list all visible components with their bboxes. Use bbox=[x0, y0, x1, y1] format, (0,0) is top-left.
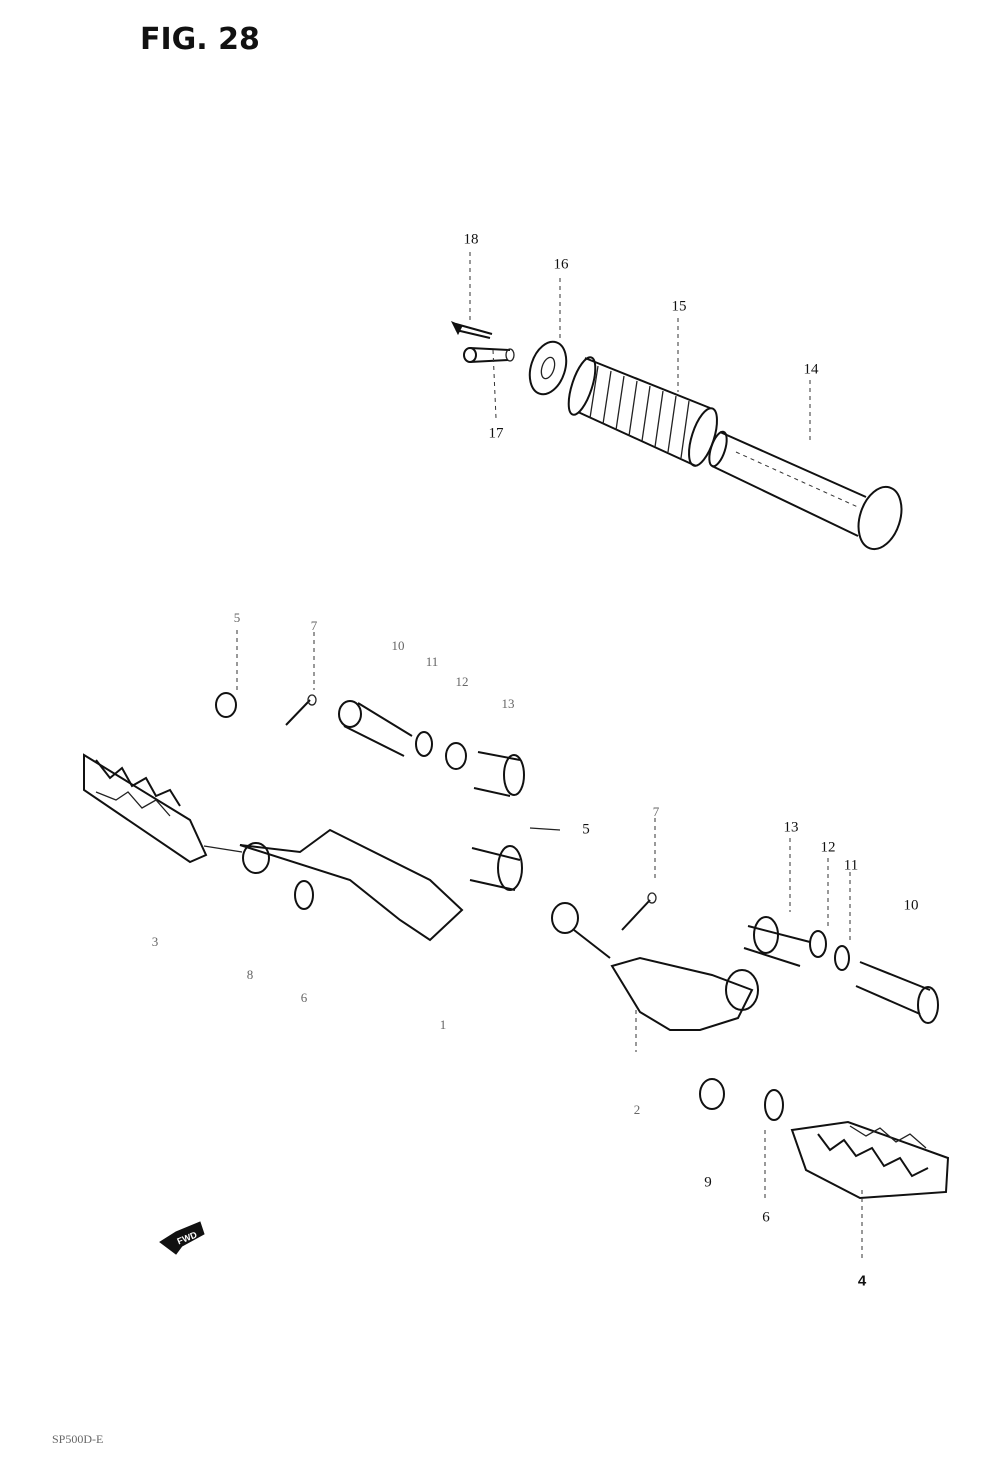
callout-6-left: 6 bbox=[300, 990, 308, 1005]
callout-10-right: 10 bbox=[903, 897, 919, 914]
footpeg-shaft-part-14 bbox=[708, 430, 903, 551]
figure-code: SP500D-E bbox=[52, 1432, 104, 1446]
callout-5-right: 5 bbox=[582, 821, 590, 838]
left-footrest-assembly bbox=[83, 692, 561, 942]
cotter-pin-part-18 bbox=[450, 321, 493, 339]
callout-11-left: 11 bbox=[425, 654, 439, 669]
callout-9: 9 bbox=[704, 1174, 712, 1191]
clevis-pin-part-17 bbox=[463, 347, 515, 363]
callout-12-right: 12 bbox=[820, 839, 836, 856]
leader-lines bbox=[236, 252, 863, 1262]
callout-4: 4 bbox=[857, 1272, 867, 1290]
callout-13-right: 13 bbox=[783, 819, 799, 836]
callout-15: 15 bbox=[671, 298, 687, 315]
callout-16: 16 bbox=[553, 256, 569, 273]
figure-title: FIG. 28 bbox=[140, 22, 260, 57]
washer-part-16 bbox=[528, 340, 568, 396]
callout-3: 3 bbox=[151, 934, 159, 949]
callout-7-left: 7 bbox=[310, 618, 318, 633]
callout-8: 8 bbox=[246, 967, 254, 982]
callout-11-right: 11 bbox=[843, 857, 859, 874]
callout-18: 18 bbox=[463, 231, 479, 248]
callout-13-left: 13 bbox=[501, 696, 515, 711]
callout-5-left: 5 bbox=[233, 610, 241, 625]
fwd-arrow-icon bbox=[159, 1221, 205, 1255]
callout-12-left: 12 bbox=[455, 674, 469, 689]
callout-1: 1 bbox=[439, 1017, 447, 1032]
callout-7-right: 7 bbox=[652, 804, 660, 819]
callout-6-right: 6 bbox=[762, 1209, 770, 1226]
callout-17: 17 bbox=[488, 425, 504, 442]
rubber-grip-part-15 bbox=[567, 356, 718, 467]
right-footrest-assembly bbox=[551, 892, 950, 1200]
callout-10-left: 10 bbox=[391, 638, 405, 653]
callout-14: 14 bbox=[803, 361, 819, 378]
callout-2: 2 bbox=[633, 1102, 641, 1117]
